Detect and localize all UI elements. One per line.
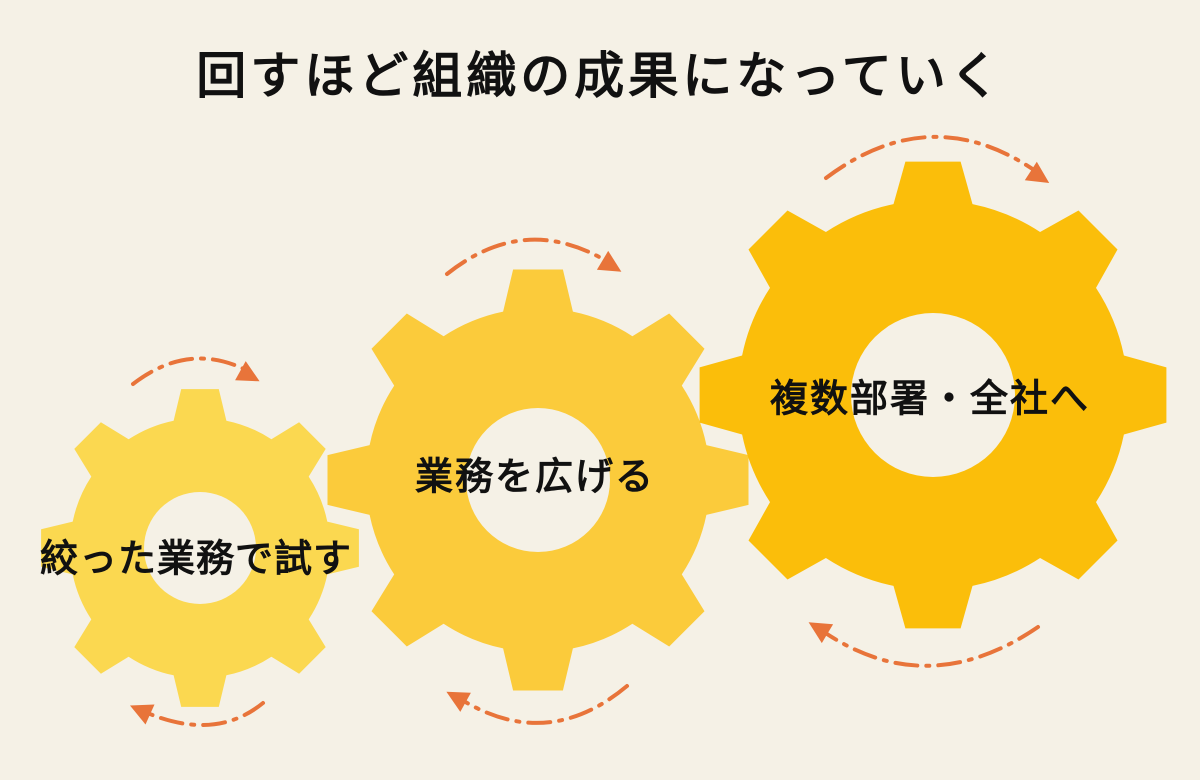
page-title: 回すほど組織の成果になっていく <box>196 47 1004 105</box>
gear-small <box>41 389 359 707</box>
gear-large <box>699 161 1167 629</box>
arrow-head-icon <box>235 361 260 382</box>
gear-hole-medium <box>466 408 610 552</box>
arrow-head-icon <box>130 704 155 725</box>
arrow-head-icon <box>808 622 834 644</box>
rotation-arrow-medium-bottom <box>446 684 629 725</box>
gear-label-medium: 業務を広げる <box>414 454 656 499</box>
rotation-arrow-large-bottom <box>808 622 1040 668</box>
rotation-arrow-medium-top <box>445 237 622 276</box>
rotation-arrow-small-top <box>131 356 260 386</box>
arrow-head-icon <box>596 250 622 272</box>
arrow-head-icon <box>1024 161 1050 183</box>
arrow-head-icon <box>446 691 471 712</box>
rotation-arrow-large-top <box>824 135 1050 183</box>
gear-label-small: 絞った業務で試す <box>39 536 353 581</box>
gear-hole-small <box>144 492 256 604</box>
rotation-arrow-small-bottom <box>130 701 265 728</box>
gear-medium <box>327 269 749 691</box>
gear-hole-large <box>851 313 1015 477</box>
gear-label-large: 複数部署・全社へ <box>769 376 1091 421</box>
